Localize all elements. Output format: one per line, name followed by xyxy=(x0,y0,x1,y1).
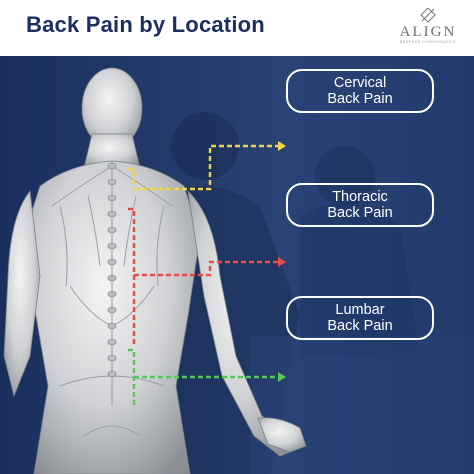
align-logo-mark-icon xyxy=(420,8,436,23)
page-title: Back Pain by Location xyxy=(26,12,265,37)
header: Back Pain by Location ALIGN BESPOKE CHIR… xyxy=(0,0,474,56)
cervical-arrow-icon xyxy=(278,141,286,151)
lumbar-connector xyxy=(128,348,278,406)
callout-line-1: Thoracic xyxy=(332,189,388,205)
align-logo: ALIGN BESPOKE CHIROPRACTIC xyxy=(396,8,460,50)
logo-tagline: BESPOKE CHIROPRACTIC xyxy=(399,40,457,44)
callout-line-1: Lumbar xyxy=(335,302,385,318)
logo-wordmark: ALIGN xyxy=(399,24,457,40)
callout-line-2: Back Pain xyxy=(327,91,393,107)
spine xyxy=(107,162,117,378)
cervical-connector xyxy=(128,144,278,191)
thoracic-arrow-icon xyxy=(278,257,286,267)
callout-line-2: Back Pain xyxy=(327,318,393,334)
lumbar-arrow-icon xyxy=(278,372,286,382)
callout-line-2: Back Pain xyxy=(327,205,393,221)
muscle-details xyxy=(51,161,173,437)
cervical-callout: Cervical Back Pain xyxy=(286,69,434,113)
lumbar-callout: Lumbar Back Pain xyxy=(286,296,434,340)
anatomy-illustration xyxy=(0,56,474,474)
thoracic-connector xyxy=(128,207,278,344)
callout-line-1: Cervical xyxy=(333,75,387,91)
thoracic-callout: Thoracic Back Pain xyxy=(286,183,434,227)
illustration-panel xyxy=(0,56,474,474)
